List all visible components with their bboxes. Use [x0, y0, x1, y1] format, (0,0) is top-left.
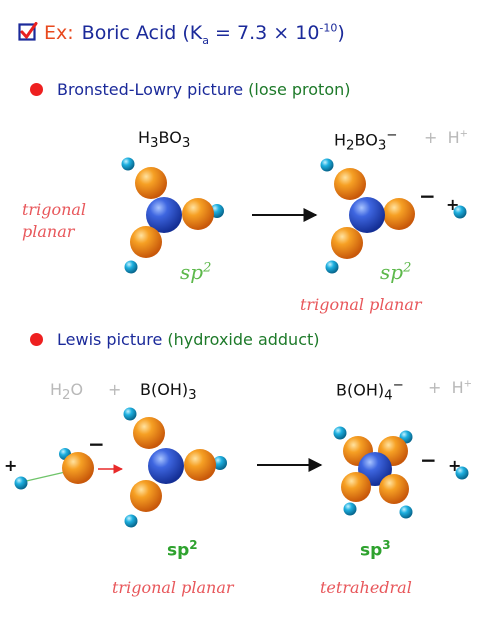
reaction-arrow: [257, 458, 323, 472]
hydrogen-atom: [343, 502, 357, 516]
hydrogen-atom: [123, 407, 137, 421]
oxygen-atom: [331, 227, 363, 259]
boron-atom: [146, 197, 182, 233]
hybridization-label-product: sp3: [360, 538, 391, 561]
oxygen-atom: [184, 449, 216, 481]
oxygen-atom: [133, 417, 165, 449]
hybridization-label-reactant: sp2: [180, 260, 212, 284]
oxygen-atom: [62, 452, 94, 484]
formula-boric-acid: H3BO3: [138, 128, 191, 152]
formula-tetrahydroxyborate: B(OH)4−: [336, 378, 404, 404]
molecule-boric-acid: [121, 157, 224, 274]
hydrogen-atom: [121, 157, 135, 171]
bullet-icon: [30, 83, 43, 96]
geometry-label-planar: planar: [22, 222, 75, 241]
plus-proton-label: + H+: [428, 378, 472, 397]
bullet-icon: [30, 333, 43, 346]
reaction-arrow: [252, 208, 318, 222]
oxygen-atom: [341, 472, 371, 502]
boron-atom: [148, 448, 184, 484]
hydrogen-atom: [325, 260, 339, 274]
hydrogen-atom: [333, 426, 347, 440]
hybridization-label-reactant: sp2: [167, 538, 198, 561]
proton-atom: [453, 205, 467, 219]
section-bronsted-lowry-heading: Bronsted-Lowry picture (lose proton): [30, 80, 351, 99]
molecule-boric-acid-lewis: [123, 407, 227, 528]
oxygen-atom: [130, 226, 162, 258]
oxygen-atom: [334, 168, 366, 200]
section-lewis-heading: Lewis picture (hydroxide adduct): [30, 330, 320, 349]
hydrogen-atom: [14, 476, 28, 490]
geometry-label-tetrahedral: tetrahedral: [320, 578, 412, 597]
boron-atom: [349, 197, 385, 233]
example-label: Ex:: [44, 22, 74, 45]
proton-atom: [455, 466, 469, 480]
oxygen-atom: [182, 198, 214, 230]
title-text: Boric Acid (Ka = 7.3 × 10-10): [81, 22, 345, 48]
oxygen-atom: [379, 474, 409, 504]
hydrogen-atom: [124, 260, 138, 274]
hydroxide-ion: [14, 448, 123, 490]
plus-sign: +: [108, 380, 122, 399]
checkbox-checked-icon: [18, 22, 38, 41]
hydrogen-atom: [213, 456, 227, 470]
geometry-label-trigonal-planar: trigonal planar: [112, 578, 234, 597]
oxygen-atom: [383, 198, 415, 230]
hybridization-label-product: sp2: [380, 260, 412, 284]
page-title: Ex: Boric Acid (Ka = 7.3 × 10-10): [18, 22, 345, 47]
hydroxide-plus-sign: +: [4, 456, 18, 475]
negative-charge: −: [419, 184, 436, 208]
hydrogen-atom: [124, 514, 138, 528]
oxygen-atom: [130, 480, 162, 512]
hydroxide-negative-charge: −: [88, 432, 105, 456]
plus-proton-label: + H+: [424, 128, 468, 147]
formula-boric-acid-lewis: B(OH)3: [140, 380, 197, 404]
molecule-tetrahydroxyborate: [333, 426, 413, 519]
hydrogen-atom: [320, 158, 334, 172]
formula-dihydrogen-borate: H2BO3−: [334, 128, 398, 154]
geometry-label-product: trigonal planar: [300, 295, 422, 314]
hydrogen-atom: [399, 505, 413, 519]
negative-charge: −: [420, 448, 437, 472]
oxygen-atom: [135, 167, 167, 199]
formula-water: H2O: [50, 380, 84, 404]
geometry-label-trigonal: trigonal: [22, 200, 87, 219]
molecule-dihydrogen-borate: [320, 158, 415, 274]
